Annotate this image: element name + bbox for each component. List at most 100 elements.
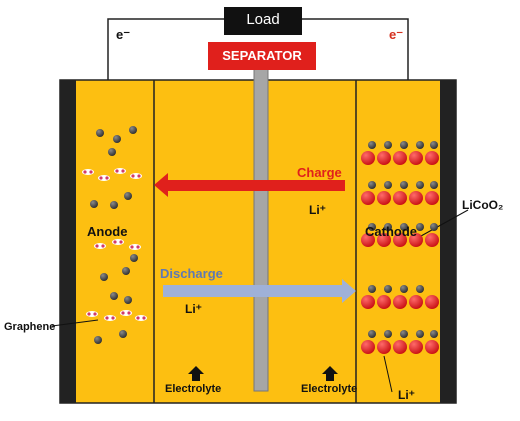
separator-bar [253, 61, 269, 392]
cathode-lithium-particle [368, 223, 376, 231]
graphene-atom [105, 176, 109, 180]
graphene-atom [130, 245, 134, 249]
cathode-licoo2-particle [393, 191, 407, 205]
cathode-licoo2-particle [425, 295, 439, 309]
anode-lithium-particle [113, 135, 121, 143]
cathode-lithium-particle [430, 141, 438, 149]
graphene-atom [142, 316, 146, 320]
cathode-lithium-particle [384, 181, 392, 189]
graphene-atom [83, 170, 87, 174]
graphene-leader [51, 319, 99, 327]
cathode-licoo2-particle [393, 295, 407, 309]
cathode-lithium-particle [400, 223, 408, 231]
li-ion-label: Li⁺ [398, 388, 415, 402]
electrolyte-arrow-left [188, 366, 204, 381]
cathode-lithium-particle [384, 141, 392, 149]
graphene-atom [111, 316, 115, 320]
li-leader [383, 355, 393, 393]
licoo2-leader [420, 209, 469, 237]
cathode-lithium-particle [416, 141, 424, 149]
anode-lithium-particle [119, 330, 127, 338]
electron-label-right: e⁻ [389, 27, 404, 42]
electrolyte-label-right: Electrolyte [301, 383, 358, 395]
graphene-atom [101, 244, 105, 248]
discharge-arrow [163, 279, 356, 303]
graphene-atom [121, 169, 125, 173]
cathode-collector [440, 80, 456, 403]
cathode-licoo2-particle [393, 340, 407, 354]
graphene-atom [131, 174, 135, 178]
cathode-lithium-particle [416, 181, 424, 189]
anode-lithium-particle [94, 336, 102, 344]
anode-lithium-particle [110, 201, 118, 209]
cathode-licoo2-particle [409, 295, 423, 309]
separator-label: SEPARATOR [222, 48, 302, 63]
cathode-licoo2-particle [377, 191, 391, 205]
cathode-lithium-particle [384, 330, 392, 338]
cathode-licoo2-particle [425, 151, 439, 165]
discharge-label: Discharge [160, 266, 223, 281]
anode-lithium-particle [110, 292, 118, 300]
cathode-label: Cathode [365, 224, 417, 239]
cathode-licoo2-particle [361, 233, 375, 247]
discharge-ion-label: Li⁺ [185, 302, 202, 316]
circuit-wire-right [302, 18, 409, 80]
graphene-atom [127, 311, 131, 315]
graphene-atom [115, 169, 119, 173]
electrolyte-label-left: Electrolyte [165, 383, 222, 395]
anode-lithium-particle [129, 126, 137, 134]
graphene-label: Graphene [4, 321, 56, 333]
graphene-atom [99, 176, 103, 180]
graphene-atom [119, 240, 123, 244]
cathode-licoo2-particle [409, 191, 423, 205]
cathode-lithium-particle [416, 330, 424, 338]
cathode-licoo2-particle [377, 340, 391, 354]
cathode-lithium-particle [384, 285, 392, 293]
anode-lithium-particle [122, 267, 130, 275]
cathode-licoo2-particle [377, 233, 391, 247]
circuit-wire-left [107, 18, 224, 80]
anode-lithium-particle [130, 254, 138, 262]
graphene-atom [136, 245, 140, 249]
cathode-licoo2-particle [377, 151, 391, 165]
cathode-licoo2-particle [393, 233, 407, 247]
cathode-lithium-particle [430, 181, 438, 189]
cathode-lithium-particle [368, 330, 376, 338]
graphene-atom [89, 170, 93, 174]
charge-label: Charge [297, 165, 342, 180]
cathode-licoo2-particle [361, 295, 375, 309]
anode-lithium-particle [108, 148, 116, 156]
cathode-licoo2-particle [361, 191, 375, 205]
cathode-lithium-particle [400, 330, 408, 338]
cathode-licoo2-particle [425, 191, 439, 205]
cathode-lithium-particle [400, 141, 408, 149]
anode-lithium-particle [96, 129, 104, 137]
cathode-lithium-particle [416, 285, 424, 293]
cathode-licoo2-particle [361, 340, 375, 354]
graphene-atom [137, 174, 141, 178]
graphene-atom [105, 316, 109, 320]
charge-arrow [154, 173, 345, 197]
graphene-atom [121, 311, 125, 315]
anode-collector [60, 80, 76, 403]
electrolyte-arrow-right [322, 366, 338, 381]
cathode-lithium-particle [430, 223, 438, 231]
cathode-licoo2-particle [409, 151, 423, 165]
cathode-licoo2-particle [425, 233, 439, 247]
graphene-atom [95, 244, 99, 248]
separator-box [208, 42, 316, 70]
load-box [224, 7, 302, 35]
charge-ion-label: Li⁺ [309, 203, 326, 217]
cathode-licoo2-particle [425, 340, 439, 354]
anode-lithium-particle [124, 296, 132, 304]
anode-lithium-particle [90, 200, 98, 208]
cathode-licoo2-particle [409, 233, 423, 247]
graphene-atom [87, 312, 91, 316]
cathode-licoo2-particle [393, 151, 407, 165]
cathode-lithium-particle [416, 223, 424, 231]
electron-label-left: e⁻ [116, 27, 131, 42]
anode-lithium-particle [124, 192, 132, 200]
cathode-lithium-particle [400, 181, 408, 189]
